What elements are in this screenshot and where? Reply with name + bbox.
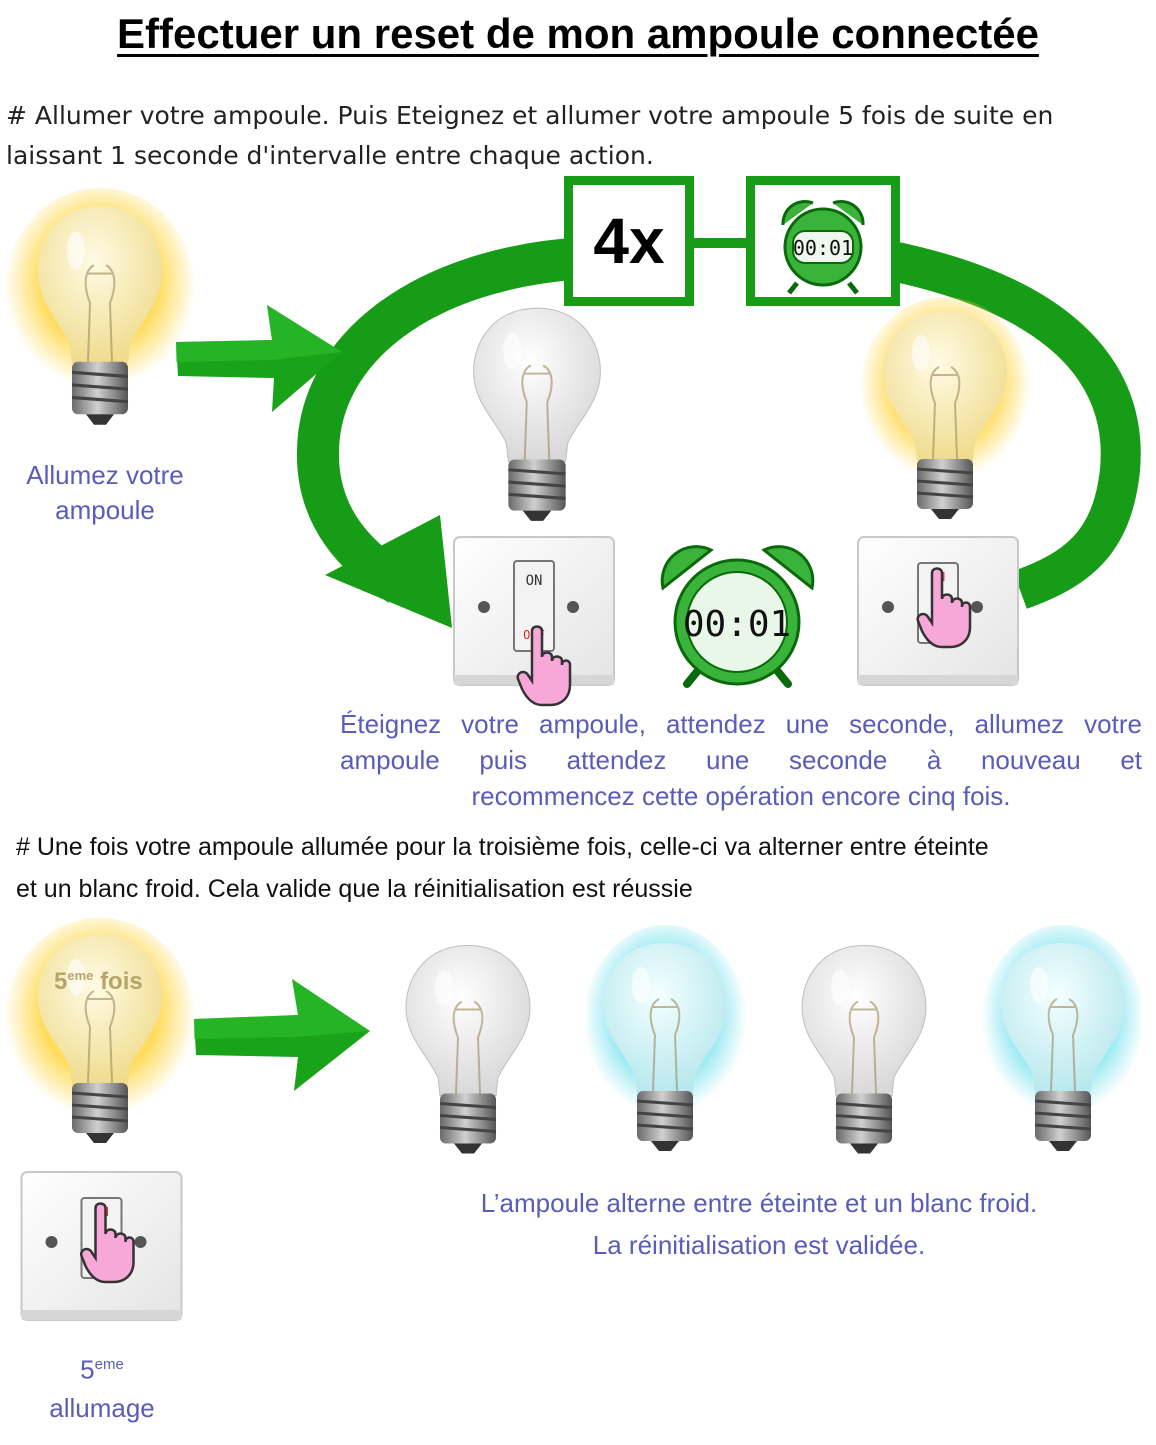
caption-cycle: Éteignez votre ampoule, attendez une sec…: [340, 706, 1142, 814]
fifth-bulb-word: fois: [100, 968, 143, 995]
large-alarm-clock-icon: 00:01: [660, 545, 815, 688]
timer-small-text: 00:01: [793, 236, 853, 260]
fifth-bulb-label: 5eme fois: [54, 968, 143, 996]
timer-large-text: 00:01: [683, 604, 791, 645]
repeat-count: 4x: [593, 205, 665, 277]
fifth-bulb-sup: eme: [67, 968, 94, 983]
caption-turn-on-line1: Allumez votre: [26, 460, 184, 490]
step2-line2: et un blanc froid. Cela valide que la ré…: [16, 875, 693, 903]
lit-bulb-icon: [4, 188, 196, 427]
caption-result-line1: L’ampoule alterne entre éteinte et un bl…: [480, 1188, 1038, 1218]
caption-fifth-sup: eme: [94, 1356, 124, 1373]
hand-pointer-icon-2: [916, 567, 972, 649]
hand-pointer-icon: [516, 625, 572, 707]
off-bulb-icon-row-2: [801, 945, 927, 1155]
caption-cycle-line2: ampoule puis attendez une seconde à nouv…: [340, 745, 1142, 775]
caption-fifth-num: 5: [80, 1354, 95, 1385]
caption-turn-on-line2: ampoule: [55, 495, 155, 525]
off-bulb-icon-row-1: [405, 945, 531, 1155]
page-title: Effectuer un reset de mon ampoule connec…: [117, 10, 1039, 57]
caption-fifth: 5eme allumage: [0, 1346, 204, 1427]
caption-result-line2: La réinitialisation est validée.: [592, 1230, 926, 1260]
light-switch-off: ON OFF: [453, 536, 615, 707]
hand-pointer-icon-3: [79, 1202, 135, 1284]
repeat-box: 4x: [564, 176, 694, 306]
caption-turn-on: Allumez votre ampoule: [0, 458, 210, 528]
step1-line2: laissant 1 seconde d'intervalle entre ch…: [6, 141, 654, 170]
step2-line1: # Une fois votre ampoule allumée pour la…: [16, 833, 989, 861]
fifth-bulb-num: 5: [54, 968, 68, 995]
caption-cycle-line1: Éteignez votre ampoule, attendez une sec…: [340, 709, 1142, 739]
loop-arrow: [296, 235, 1141, 628]
right-arrow-icon: [176, 305, 342, 412]
cold-white-bulb-icon-1: [583, 925, 747, 1153]
cold-white-bulb-icon-2: [981, 925, 1145, 1153]
alarm-clock-icon: 00:01: [781, 199, 865, 295]
fifth-lit-bulb-icon: [4, 918, 196, 1145]
light-switch-fifth: ON: [20, 1171, 183, 1321]
off-bulb-icon: [473, 307, 601, 523]
caption-fifth-word: allumage: [49, 1392, 155, 1423]
step1-line1: # Allumer votre ampoule. Puis Eteignez e…: [6, 101, 1054, 130]
switch-on-label: ON: [526, 573, 543, 589]
step2-instructions: # Une fois votre ampoule allumée pour la…: [16, 826, 1146, 910]
lit-bulb-icon-2: [859, 297, 1031, 521]
timer-box: 00:01: [746, 176, 900, 306]
light-switch-on: ON: [857, 536, 1019, 686]
caption-cycle-line3: recommencez cette opération encore cinq …: [471, 781, 1011, 811]
right-arrow-icon-2: [194, 979, 370, 1091]
step1-instructions: # Allumer votre ampoule. Puis Eteignez e…: [6, 96, 1146, 176]
caption-result: L’ampoule alterne entre éteinte et un bl…: [400, 1182, 1118, 1266]
